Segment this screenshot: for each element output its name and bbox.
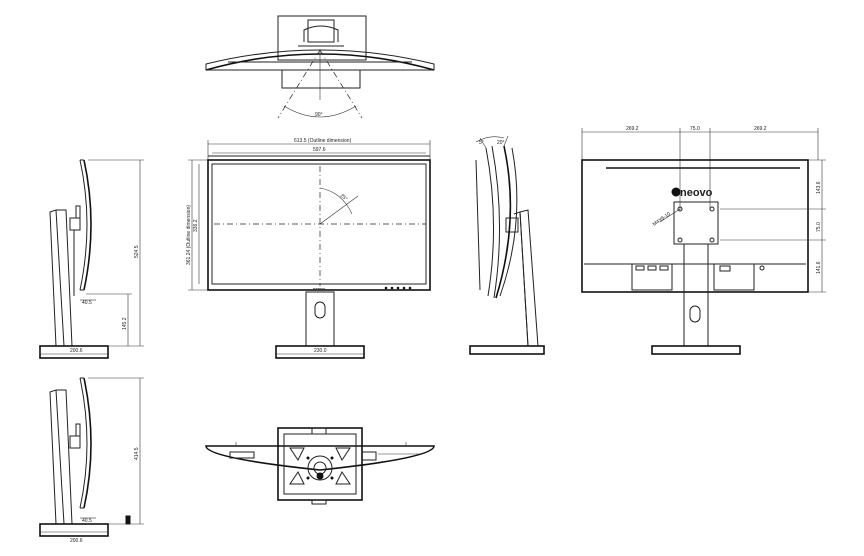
back-view: 269.2 75.0 269.2 neovo M4X6-10 143.6 75.… (581, 126, 826, 355)
neck-depth-label: 40.5 (82, 300, 92, 306)
rotation-knob-icon (316, 472, 324, 480)
logo-mark-icon (671, 187, 681, 197)
vesa-screw-label: M4X6-10 (652, 211, 672, 228)
back-dim-h-bottom: 141.6 (816, 261, 822, 274)
tilt-angle-label: 25° (339, 193, 349, 202)
left-view: 200.6 40.5 145.2 524.5 (39, 159, 144, 359)
side-tilt-view: 5° 20° (469, 135, 545, 355)
total-height-label: 524.5 (134, 245, 140, 258)
active-height-label: 336.2 (193, 219, 199, 232)
stand-width-label: 230.0 (314, 348, 327, 354)
front-logo: neovo (313, 286, 325, 291)
back-dim-mid: 75.0 (690, 126, 700, 132)
tilt-back-label: 5° (479, 140, 484, 146)
lift-height-label: 145.2 (122, 317, 128, 330)
back-dim-h-mid: 75.0 (816, 222, 822, 232)
back-logo: neovo (680, 187, 713, 199)
front-view: 613.5 (Outline dimension) 597.6 361.24 (… (186, 138, 431, 359)
outline-width-label: 613.5 (Outline dimension) (294, 138, 352, 144)
low-stand-depth-label: 200.6 (70, 538, 83, 544)
back-dim-right: 269.2 (754, 126, 767, 132)
tilt-forward-label: 20° (497, 140, 505, 146)
active-width-label: 597.6 (313, 147, 326, 153)
stand-depth-label: 200.6 (70, 348, 83, 354)
top-view: 90° (205, 15, 435, 119)
low-neck-depth-label: 40.5 (82, 518, 92, 524)
bottom-view (205, 427, 435, 505)
back-dim-h-top: 143.6 (816, 181, 822, 194)
low-total-height-label: 414.5 (134, 447, 140, 460)
outline-height-label: 361.24 (Outline dimension) (186, 205, 192, 265)
left-view-low: 200.6 40.5 414.5 (39, 377, 144, 544)
angle-label: 90° (315, 112, 323, 118)
back-dim-left: 269.2 (626, 126, 639, 132)
